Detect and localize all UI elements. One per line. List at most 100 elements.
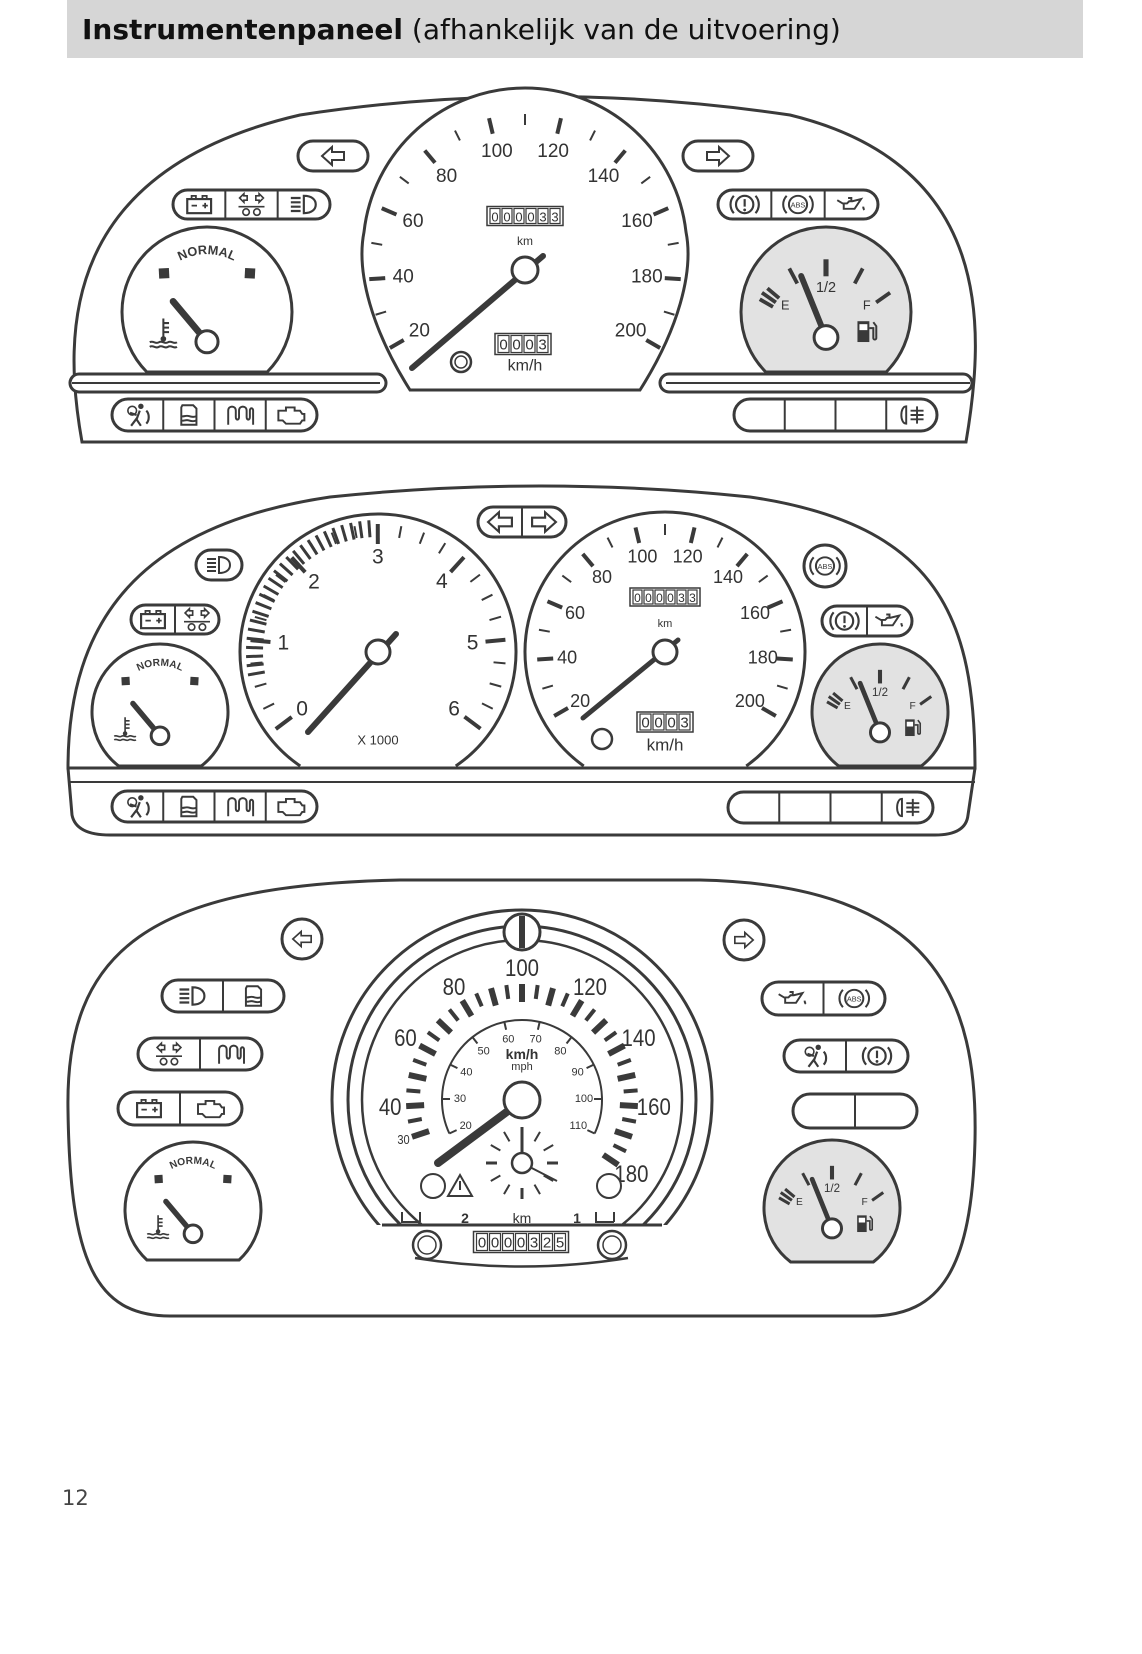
fuel-tick: [901, 676, 911, 690]
title-rest: (afhankelijk van de uitvoering): [403, 13, 841, 46]
mph-tick: [536, 1021, 541, 1030]
warning-strip-left-2: [136, 1036, 264, 1072]
warning-strip-left: [129, 603, 221, 636]
odometer-digit-box: [537, 207, 549, 225]
odometer-digit: 0: [504, 1235, 512, 1252]
kmh-tick: [603, 1030, 618, 1043]
speed-major-tick: [613, 149, 627, 165]
speed-label: 60: [565, 603, 585, 623]
economy-band-tick: [267, 576, 284, 589]
kmh-label: 60: [394, 1025, 417, 1052]
kmh-label: 140: [622, 1025, 656, 1052]
clock-tick: [533, 1131, 541, 1142]
temperature-limit-mark: [154, 1174, 163, 1184]
rpm-major-tick: [290, 556, 307, 574]
rpm-minor-tick: [418, 532, 426, 545]
rpm-minor-tick: [489, 615, 502, 621]
odometer-digit-box: [527, 1232, 541, 1252]
warning-strip-bottom-left: [110, 397, 319, 433]
speedometer-base-curve: [414, 1256, 629, 1268]
clock-tick: [490, 1174, 501, 1182]
kmh-tick: [545, 987, 556, 1007]
speed-minor-tick: [375, 310, 387, 316]
economy-band-tick: [278, 562, 294, 577]
mph-label: 40: [460, 1067, 472, 1079]
economy-band-tick: [262, 584, 280, 596]
fuel-reserve-tick: [826, 700, 839, 710]
warning-strip-top-left-frame: [171, 188, 332, 221]
speed-major-tick: [380, 206, 398, 217]
speed-minor-tick: [399, 176, 410, 185]
fuel-full-label: F: [910, 701, 916, 712]
trip-unit-label: km: [513, 1210, 532, 1226]
kmh-tick: [617, 1057, 632, 1067]
odometer-digit: 5: [556, 1235, 564, 1252]
speed-major-tick: [546, 599, 563, 610]
speed-label: 120: [673, 547, 703, 567]
kmh-tick: [406, 1088, 421, 1094]
turn-right-indicator: [681, 139, 755, 173]
mph-tick: [586, 1063, 595, 1070]
speed-label: 200: [735, 691, 765, 711]
fuel-reserve-tick: [832, 691, 844, 703]
needle-hub: [149, 725, 171, 747]
odometer-digit: 0: [667, 591, 674, 605]
panel-2-lower-outline: [66, 767, 977, 837]
rpm-minor-tick: [481, 702, 494, 710]
odometer-digit-box: [643, 589, 654, 605]
clock-tick: [533, 1184, 541, 1195]
odometer-unit: km: [658, 618, 673, 630]
mph-tick: [448, 1129, 458, 1135]
speed-label: 120: [537, 141, 569, 162]
odometer-digit: 3: [530, 1235, 538, 1252]
kmh-tick: [412, 1057, 427, 1067]
odometer-digit-box: [501, 1232, 515, 1252]
odometer-digit-box: [639, 713, 652, 731]
section-header: Instrumentenpaneel (afhankelijk van de u…: [67, 0, 1083, 58]
temperature-gauge: NORMAL: [120, 225, 294, 374]
trip-reset-knob: [449, 350, 473, 374]
economy-band-tick: [285, 556, 300, 571]
kmh-label: 30: [397, 1132, 410, 1147]
odometer-digit-box: [553, 1232, 567, 1252]
abs-icon-text: ABS: [791, 201, 806, 210]
rpm-major-tick: [463, 715, 482, 731]
normal-label: NORMAL: [135, 658, 185, 674]
rpm-minor-tick: [262, 702, 275, 710]
speed-label: 140: [588, 166, 620, 187]
abs-warning-frame: [802, 543, 848, 589]
odometer-frame: [629, 587, 701, 607]
kmh-tick: [607, 1042, 626, 1057]
speed-major-tick: [537, 656, 554, 662]
economy-band-tick: [292, 549, 306, 565]
turn-left-indicator: [296, 139, 370, 173]
economy-band-tick: [246, 662, 264, 668]
speed-major-tick: [664, 276, 681, 282]
warning-strip-bottom-left: [110, 789, 319, 824]
kmh-tick: [619, 1102, 638, 1110]
speed-major-tick: [581, 552, 595, 568]
odometer-digit-box: [497, 334, 510, 354]
temperature-gauge: NORMAL: [123, 1140, 263, 1262]
turn-left-indicator: [280, 917, 324, 961]
speed-label: 60: [402, 211, 423, 232]
economy-band-tick: [358, 521, 364, 539]
kmh-tick: [533, 984, 540, 1000]
kmh-tick: [584, 1008, 597, 1022]
economy-band-tick: [246, 645, 264, 650]
rpm-label: 2: [308, 570, 320, 593]
kmh-unit: km/h: [506, 1046, 539, 1062]
economy-band-tick: [258, 592, 276, 603]
speed-minor-tick: [371, 241, 383, 246]
fuel-gauge: E1/2F: [762, 1138, 902, 1264]
economy-band-tick: [340, 524, 348, 542]
speed-major-tick: [423, 149, 437, 165]
fuel-tick: [779, 1191, 793, 1202]
economy-band-tick: [247, 627, 266, 634]
rpm-minor-tick: [275, 573, 287, 583]
